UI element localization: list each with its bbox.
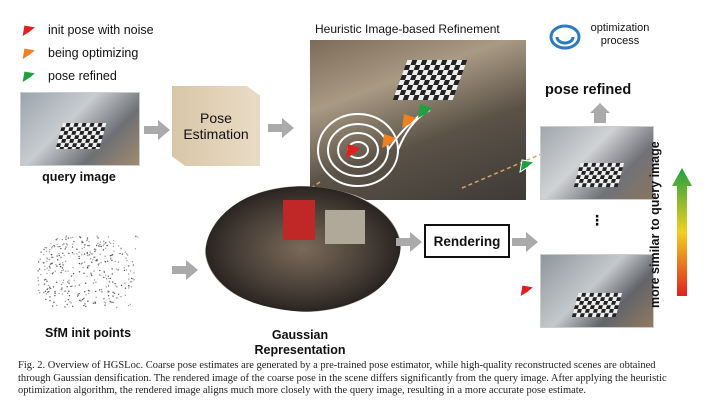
refinement-image bbox=[310, 40, 526, 200]
gaussian-label: Gaussian Representation bbox=[240, 328, 360, 358]
gaussian-line1: Gaussian bbox=[271, 328, 329, 342]
gaussian-line2: Representation bbox=[254, 343, 346, 357]
optimization-line1: optimization bbox=[590, 22, 650, 34]
green-flag-icon bbox=[21, 70, 38, 84]
arrow-right-icon bbox=[512, 232, 538, 252]
arrow-right-icon bbox=[396, 232, 422, 252]
red-flag-icon bbox=[21, 24, 38, 38]
figure-caption: Fig. 2. Overview of HGSLoc. Coarse pose … bbox=[18, 360, 708, 398]
pose-refined-title: pose refined bbox=[545, 82, 632, 98]
arrow-right-icon bbox=[268, 118, 294, 138]
pose-estimation-line1: Pose bbox=[200, 110, 232, 126]
optimization-spiral bbox=[317, 104, 432, 187]
arrow-up-icon bbox=[590, 103, 610, 123]
chessboard bbox=[55, 123, 107, 149]
green-flag-icon bbox=[418, 104, 432, 118]
sfm-label: SfM init points bbox=[44, 326, 132, 340]
optimization-process-icon bbox=[549, 24, 581, 50]
orange-flag-icon bbox=[382, 134, 396, 148]
ellipsis: ⋮ bbox=[590, 212, 604, 228]
similarity-label: more similar to query image bbox=[648, 141, 662, 308]
coarse-render-image bbox=[540, 254, 654, 328]
query-image bbox=[20, 92, 140, 166]
orange-flag-icon bbox=[21, 47, 38, 61]
caption-line: through Gaussian densification. The rend… bbox=[18, 372, 667, 384]
optimization-label: optimization process bbox=[590, 22, 650, 48]
optimization-line2: process bbox=[600, 35, 640, 47]
arrow-right-icon bbox=[144, 120, 170, 140]
wall-patch bbox=[325, 210, 365, 244]
legend-item-init: init pose with noise bbox=[20, 22, 154, 38]
pose-estimation-box: Pose Estimation bbox=[172, 86, 260, 166]
query-image-label: query image bbox=[42, 170, 116, 184]
orange-flag-icon bbox=[402, 114, 416, 128]
legend-item-optimizing: being optimizing bbox=[20, 45, 138, 61]
legend-label: pose refined bbox=[48, 69, 117, 83]
caption-line: optimization algorithm, the rendered ima… bbox=[18, 385, 586, 396]
legend-label: being optimizing bbox=[48, 46, 139, 60]
chessboard bbox=[573, 163, 625, 187]
chessboard bbox=[571, 293, 623, 317]
arrow-right-icon bbox=[172, 260, 198, 280]
sfm-point-cloud bbox=[28, 228, 148, 316]
red-flag-icon bbox=[519, 284, 536, 298]
green-flag-icon bbox=[519, 159, 536, 173]
similarity-gradient-arrow bbox=[672, 168, 692, 296]
refinement-title: Heuristic Image-based Refinement bbox=[315, 22, 500, 36]
caption-line: Fig. 2. Overview of HGSLoc. Coarse pose … bbox=[18, 360, 656, 371]
pose-estimation-line2: Estimation bbox=[183, 126, 249, 142]
red-panel bbox=[283, 200, 315, 240]
legend-label: init pose with noise bbox=[48, 23, 154, 37]
red-flag-icon bbox=[346, 144, 360, 158]
dashed-connector bbox=[461, 151, 547, 189]
rendering-box: Rendering bbox=[424, 224, 510, 258]
legend-item-refined: pose refined bbox=[20, 68, 117, 84]
gaussian-scene bbox=[205, 186, 401, 312]
refined-render-image bbox=[540, 126, 654, 200]
